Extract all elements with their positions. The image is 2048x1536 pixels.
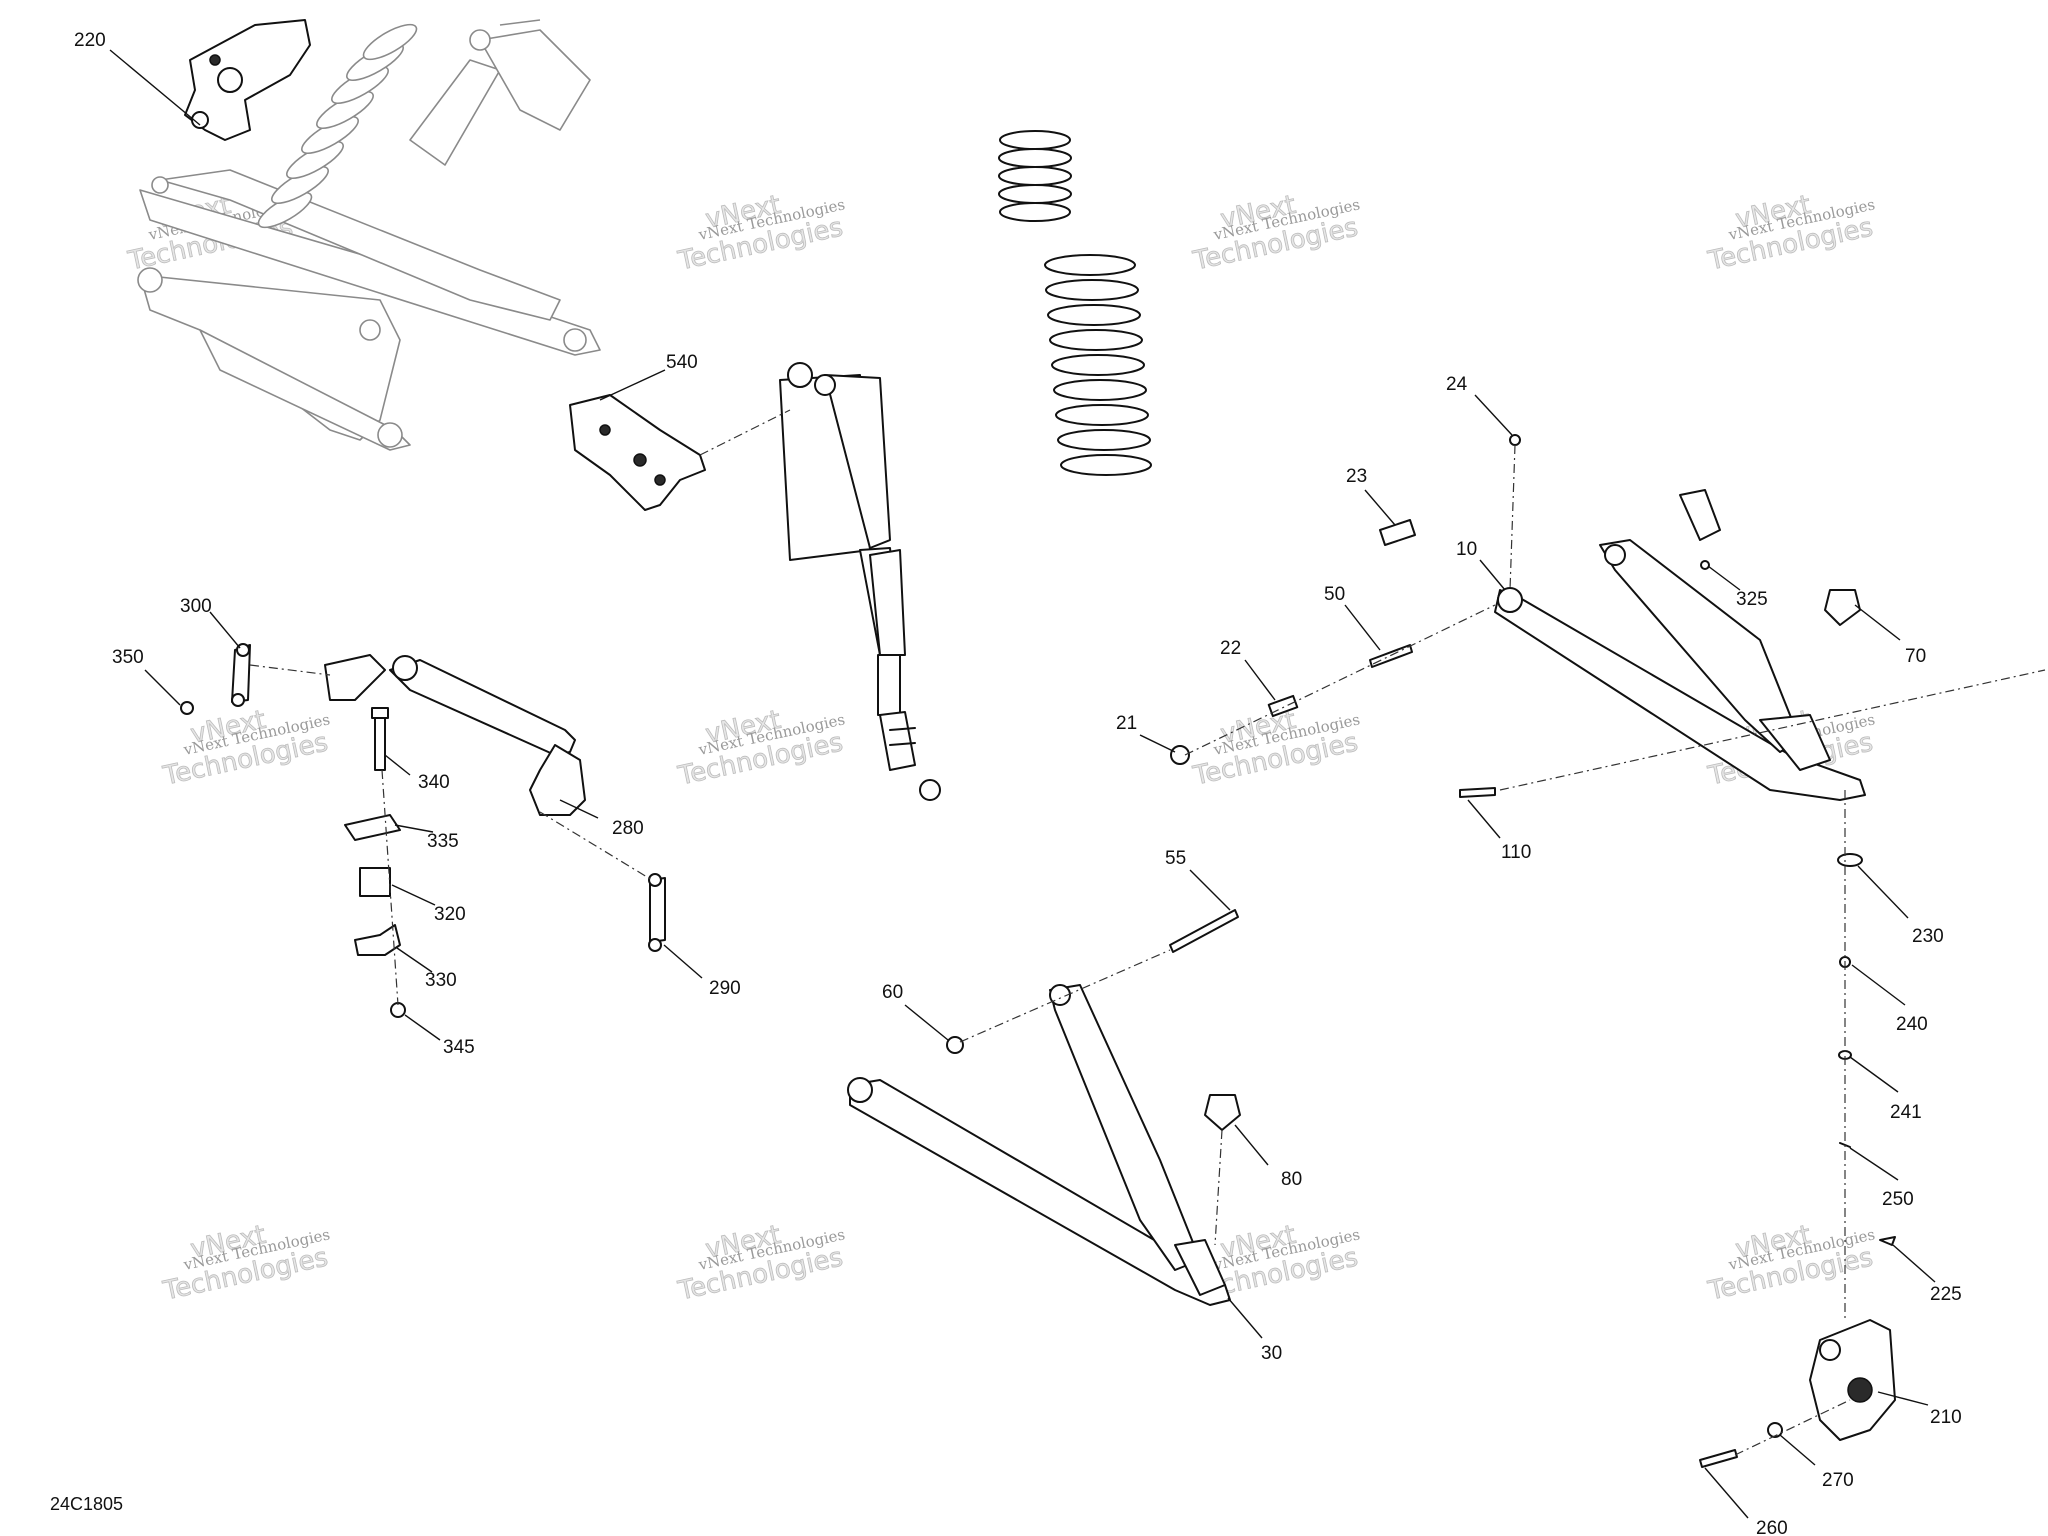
part-10-upper-a-arm [1494,539,1866,801]
part-335-plate [344,814,401,841]
part-320-bushing [359,867,391,897]
callout-220: 220 [74,30,106,51]
assembly-dash-lines [249,409,2046,1456]
callout-250: 250 [1882,1189,1914,1210]
watermark: vNext vNext Technologies Technologies [675,1219,847,1307]
callout-320: 320 [434,904,466,925]
callout-70: 70 [1905,646,1926,667]
part-290-link [649,877,666,943]
part-24-nut [1509,434,1521,446]
reference-assembly-illustration [137,19,601,451]
watermark: vNext vNext Technologies Technologies [675,189,847,277]
callout-350: 350 [112,647,144,668]
callout-30: 30 [1261,1343,1282,1364]
part-340-bolt [374,714,386,771]
diagram-id: 24C1805 [50,1494,123,1514]
part-lower-a-arm [847,984,1231,1306]
part-23-clip [1379,519,1416,546]
part-50-bolt [1369,644,1413,668]
callout-50: 50 [1324,584,1345,605]
watermark: vNext vNext Technologies Technologies [160,1219,332,1307]
callout-300: 300 [180,596,212,617]
part-220-knuckle [184,19,311,141]
callout-340: 340 [418,772,450,793]
part-shock-absorber [779,362,941,801]
callout-225: 225 [1930,1284,1962,1305]
part-270-washer [1767,1422,1783,1438]
callout-22: 22 [1220,638,1241,659]
watermark: vNext vNext Technologies Technologies [1705,189,1877,277]
part-345-nut [390,1002,406,1018]
callout-345: 345 [443,1037,475,1058]
callout-260: 260 [1756,1518,1788,1536]
ghost-spring [257,23,418,229]
callout-540: 540 [666,352,698,373]
part-110-bolt [1459,787,1496,798]
part-21-bushing [1170,745,1190,765]
part-280-sway-bar [324,654,586,816]
callout-23: 23 [1346,466,1367,487]
callout-24: 24 [1446,374,1468,395]
leader-lines [109,49,1936,1519]
watermark: vNext vNext Technologies Technologies [1190,189,1362,277]
callout-10: 10 [1456,539,1477,560]
part-70-ball-joint [1824,589,1861,626]
part-230-ring [1837,853,1863,867]
callout-290: 290 [709,978,741,999]
callout-335: 335 [427,831,459,852]
part-330-bracket [354,924,401,956]
callout-330: 330 [425,970,457,991]
part-325-bracket [1679,489,1721,541]
part-260-bolt [1699,1449,1738,1468]
callout-230: 230 [1912,926,1944,947]
callout-80: 80 [1281,1169,1302,1190]
callout-241: 241 [1890,1102,1922,1123]
callout-60: 60 [882,982,903,1003]
callout-325: 325 [1736,589,1768,610]
part-540-bracket [569,394,706,511]
part-coil-spring-lower [1044,254,1152,476]
callout-55: 55 [1165,848,1186,869]
part-coil-spring-upper [998,130,1072,222]
callout-21: 21 [1116,713,1137,734]
watermark: vNext vNext Technologies Technologies [675,704,847,792]
watermark: vNext vNext Technologies Technologies [1705,1219,1877,1307]
callout-270: 270 [1822,1470,1854,1491]
hardware-parts [180,434,1896,1468]
part-225-clip [1879,1236,1896,1246]
callout-280: 280 [612,818,644,839]
callout-240: 240 [1896,1014,1928,1035]
part-210-knuckle [1809,1319,1896,1441]
callout-210: 210 [1930,1407,1962,1428]
callout-labels: 220 540 24 23 10 325 70 300 350 50 22 21… [74,30,1962,1536]
part-350-nut [180,701,194,715]
part-80-ball-joint [1204,1094,1241,1131]
callout-110: 110 [1501,842,1531,863]
part-60-bushing [946,1036,964,1054]
part-55-pin [1169,909,1239,953]
